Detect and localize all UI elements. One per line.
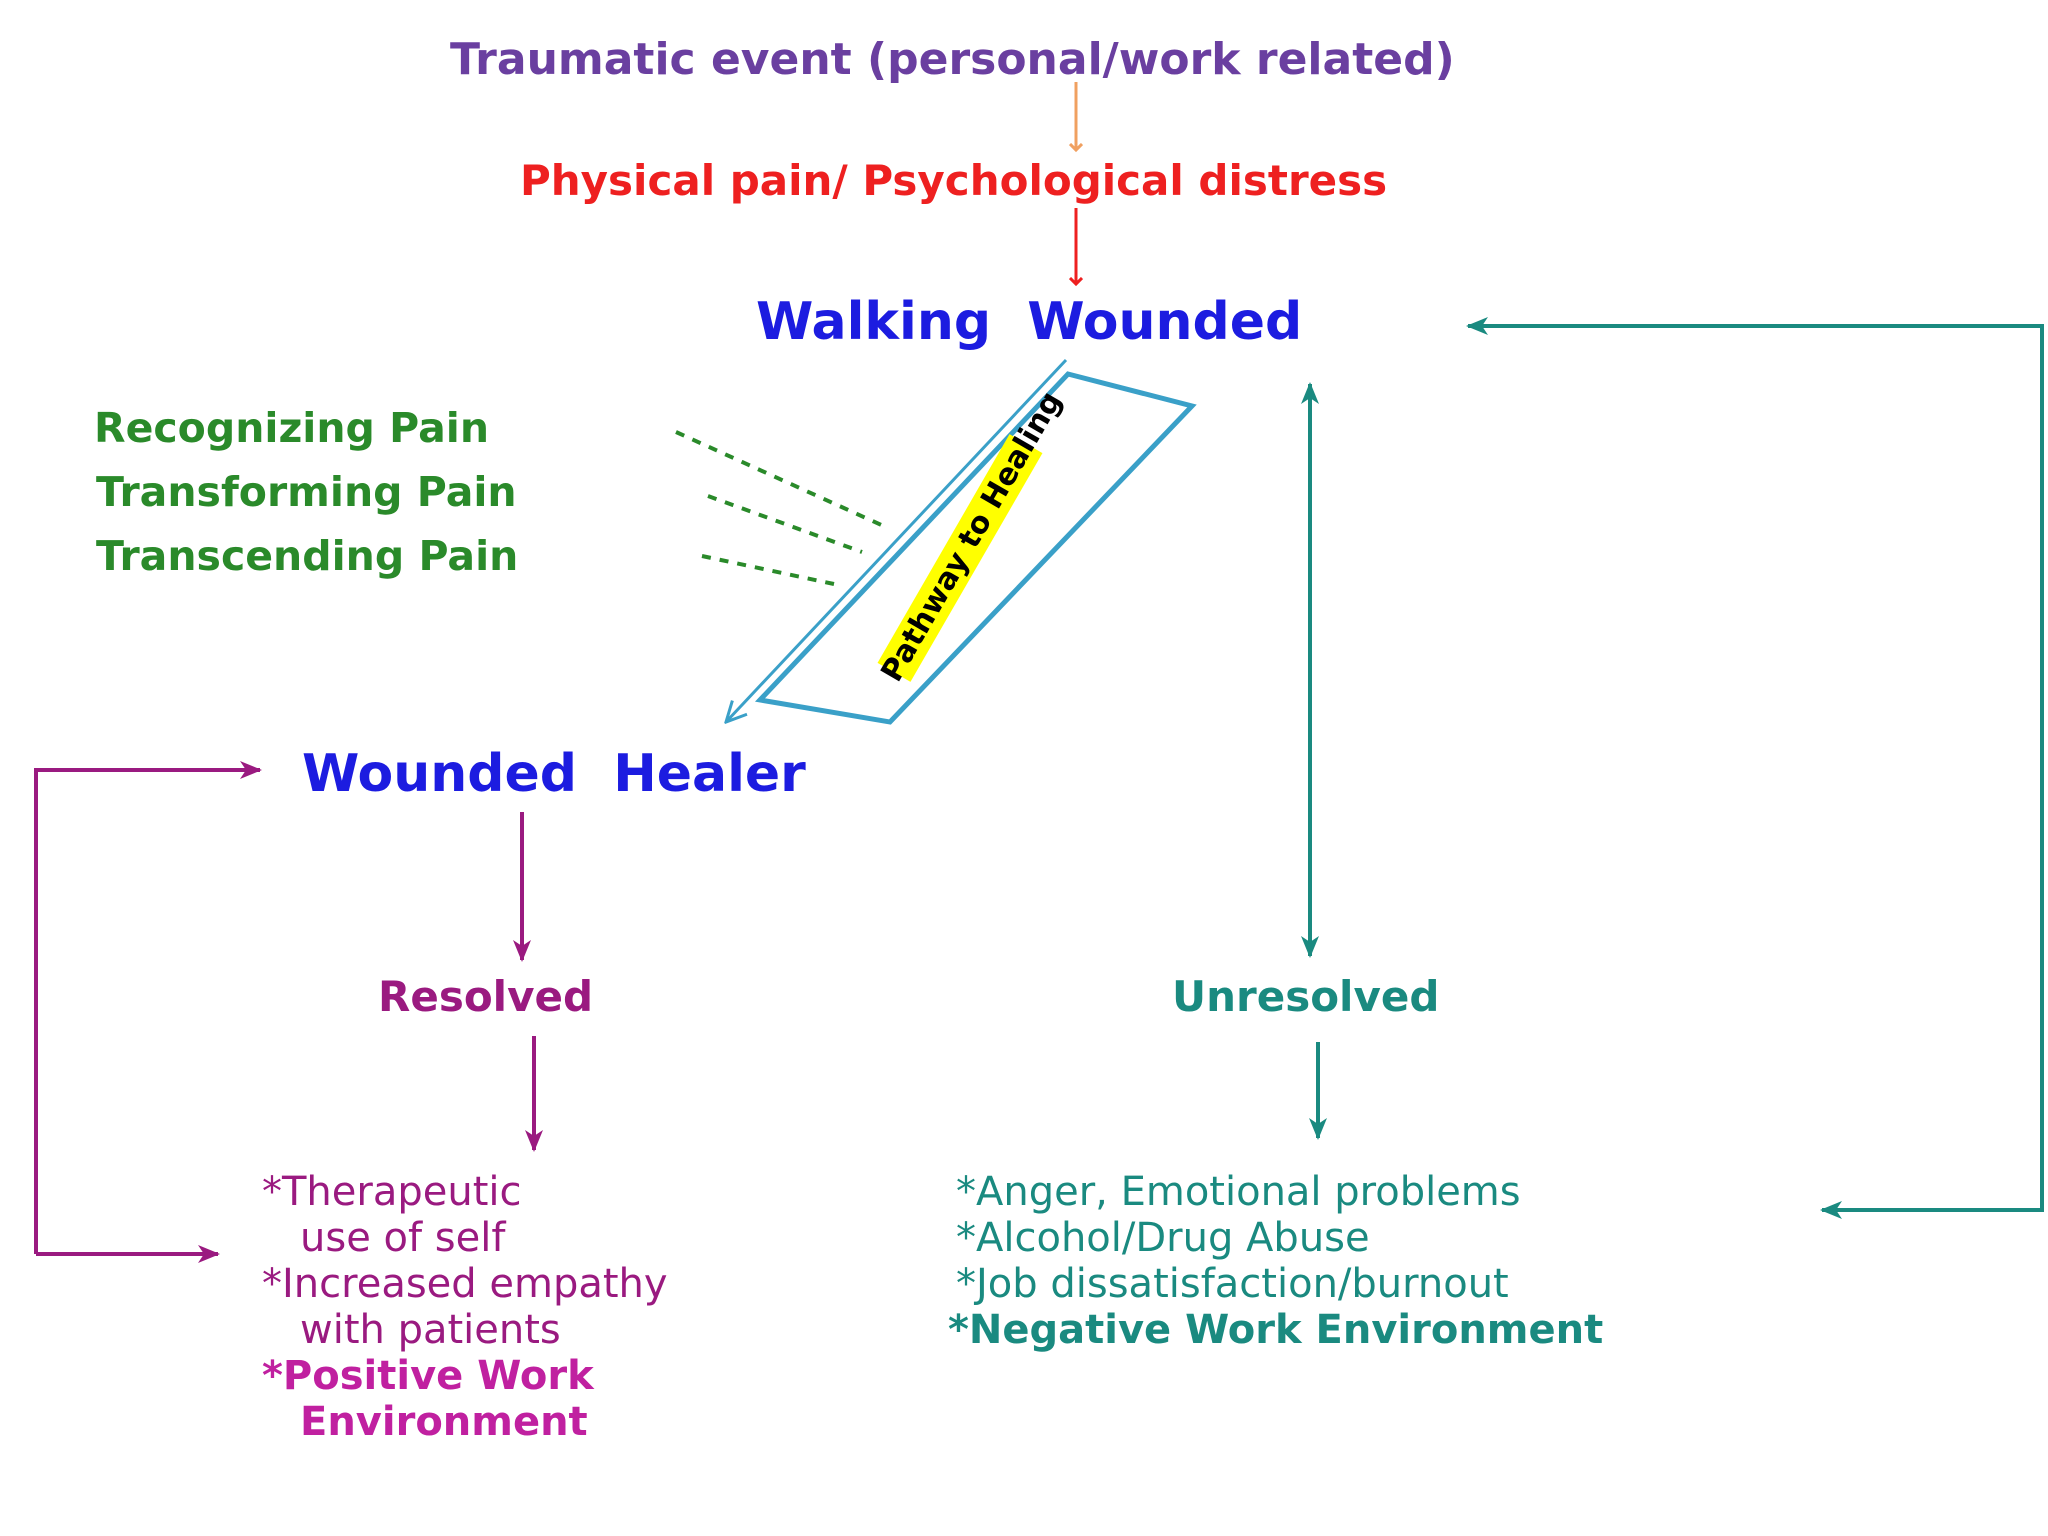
pathway-highlight bbox=[877, 434, 1043, 682]
resolved-outcome-1: *Therapeutic bbox=[262, 1169, 522, 1215]
pathway-step-transcending: Transcending Pain bbox=[96, 532, 519, 580]
node-pain-distress: Physical pain/ Psychological distress bbox=[520, 156, 1388, 205]
node-resolved: Resolved bbox=[378, 972, 594, 1021]
pathway-step-recognizing: Recognizing Pain bbox=[94, 404, 490, 452]
unresolved-outcome-1: *Anger, Emotional problems bbox=[956, 1169, 1521, 1215]
resolved-outcome-6: Environment bbox=[300, 1399, 588, 1445]
arrow-resolved-loop-to-healer bbox=[34, 761, 262, 1254]
unresolved-outcome-3: *Job dissatisfaction/burnout bbox=[956, 1261, 1509, 1307]
resolved-outcome-2: use of self bbox=[300, 1215, 506, 1261]
resolved-outcome-5: *Positive Work bbox=[262, 1353, 594, 1399]
node-walking-wounded: Walking Wounded bbox=[756, 292, 1303, 352]
resolved-outcome-4: with patients bbox=[300, 1307, 561, 1353]
step-connector-2 bbox=[707, 494, 863, 554]
step-connector-3 bbox=[701, 554, 835, 586]
arrow-unresolved-feedback-loop bbox=[1466, 317, 2044, 1212]
resolved-outcome-3: *Increased empathy bbox=[262, 1261, 668, 1307]
unresolved-outcome-2: *Alcohol/Drug Abuse bbox=[956, 1215, 1370, 1261]
pathway-step-transforming: Transforming Pain bbox=[96, 468, 517, 516]
node-unresolved: Unresolved bbox=[1172, 972, 1440, 1021]
unresolved-outcome-4: *Negative Work Environment bbox=[948, 1307, 1604, 1353]
node-traumatic-event: Traumatic event (personal/work related) bbox=[450, 34, 1455, 85]
node-wounded-healer: Wounded Healer bbox=[302, 744, 806, 804]
pathway-arrow-line bbox=[726, 358, 1068, 722]
step-connector-1 bbox=[675, 430, 889, 530]
